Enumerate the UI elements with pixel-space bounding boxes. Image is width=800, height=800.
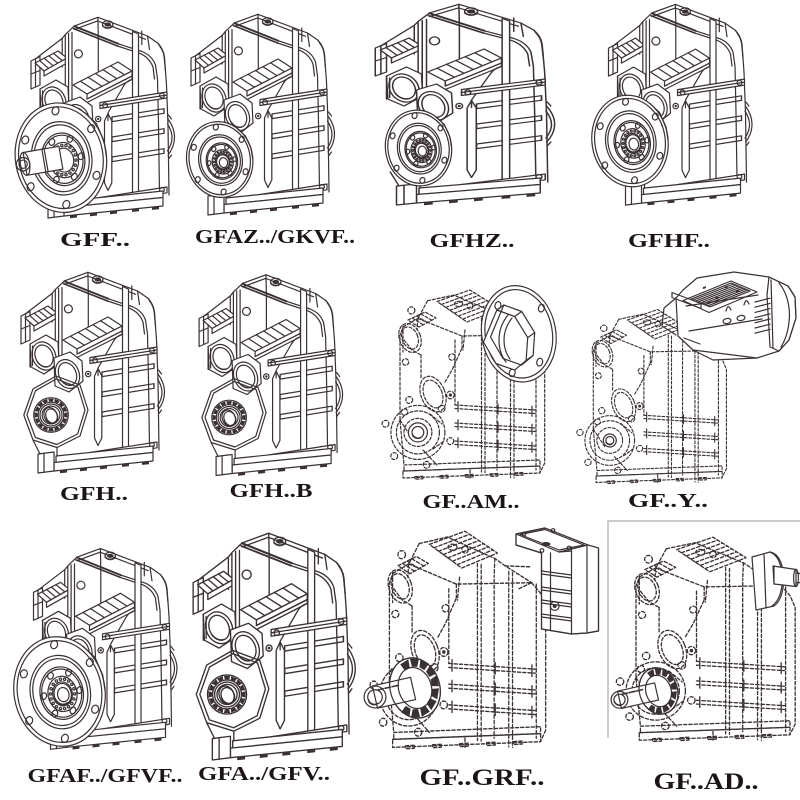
svg-text:GFAF../GFVF..: GFAF../GFVF.. (28, 765, 183, 787)
svg-text:GFH..: GFH.. (60, 483, 128, 505)
svg-text:GFH..B: GFH..B (230, 480, 313, 502)
svg-text:GFF..: GFF.. (60, 229, 130, 251)
svg-text:GF..Y..: GF..Y.. (628, 490, 708, 512)
svg-text:GF..GRF..: GF..GRF.. (420, 765, 545, 790)
svg-text:GFA../GFV..: GFA../GFV.. (198, 763, 330, 785)
svg-text:GF..AD..: GF..AD.. (654, 769, 759, 794)
svg-text:GF..AM..: GF..AM.. (423, 491, 520, 513)
svg-text:GFAZ../GKVF..: GFAZ../GKVF.. (195, 226, 355, 248)
svg-text:GFHZ..: GFHZ.. (430, 230, 515, 252)
svg-text:GFHF..: GFHF.. (628, 230, 710, 252)
